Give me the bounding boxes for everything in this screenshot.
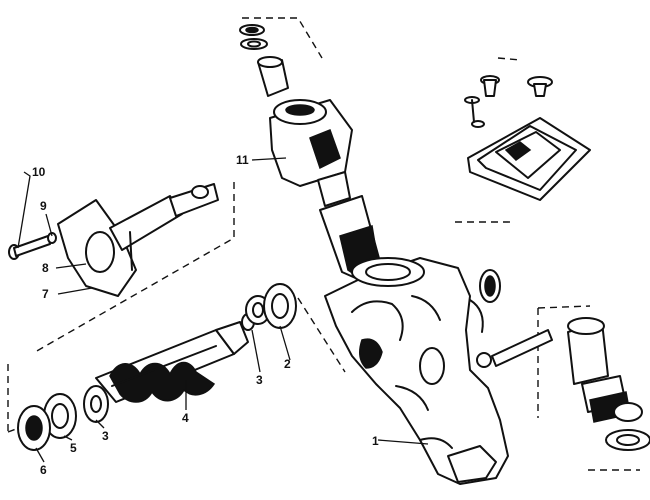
label-part-1: 1 [372, 434, 379, 448]
label-part-4: 4 [182, 411, 189, 425]
shaft-assembly [8, 183, 219, 297]
label-part-11: 11 [236, 153, 249, 167]
label-part-6: 6 [40, 463, 47, 477]
worm-shaft [95, 295, 271, 403]
label-part-7: 7 [42, 287, 49, 301]
label-part-3-lower: 3 [102, 429, 109, 443]
label-part-9: 9 [40, 199, 47, 213]
label-part-8: 8 [42, 261, 49, 275]
leader-lines [17, 157, 429, 463]
label-part-3-upper: 3 [256, 373, 263, 387]
upper-cap-assembly [239, 24, 381, 281]
seal-and-bearing-rings [17, 283, 297, 451]
part-labels: 1 2 3 3 4 5 6 7 8 9 10 11 [32, 153, 379, 477]
steering-box-housing [324, 257, 509, 485]
label-part-5: 5 [70, 441, 77, 455]
lower-right-bearing-stack [476, 317, 650, 451]
label-part-2: 2 [284, 357, 291, 371]
side-cover-assembly [464, 75, 591, 303]
label-part-10: 10 [32, 165, 46, 179]
